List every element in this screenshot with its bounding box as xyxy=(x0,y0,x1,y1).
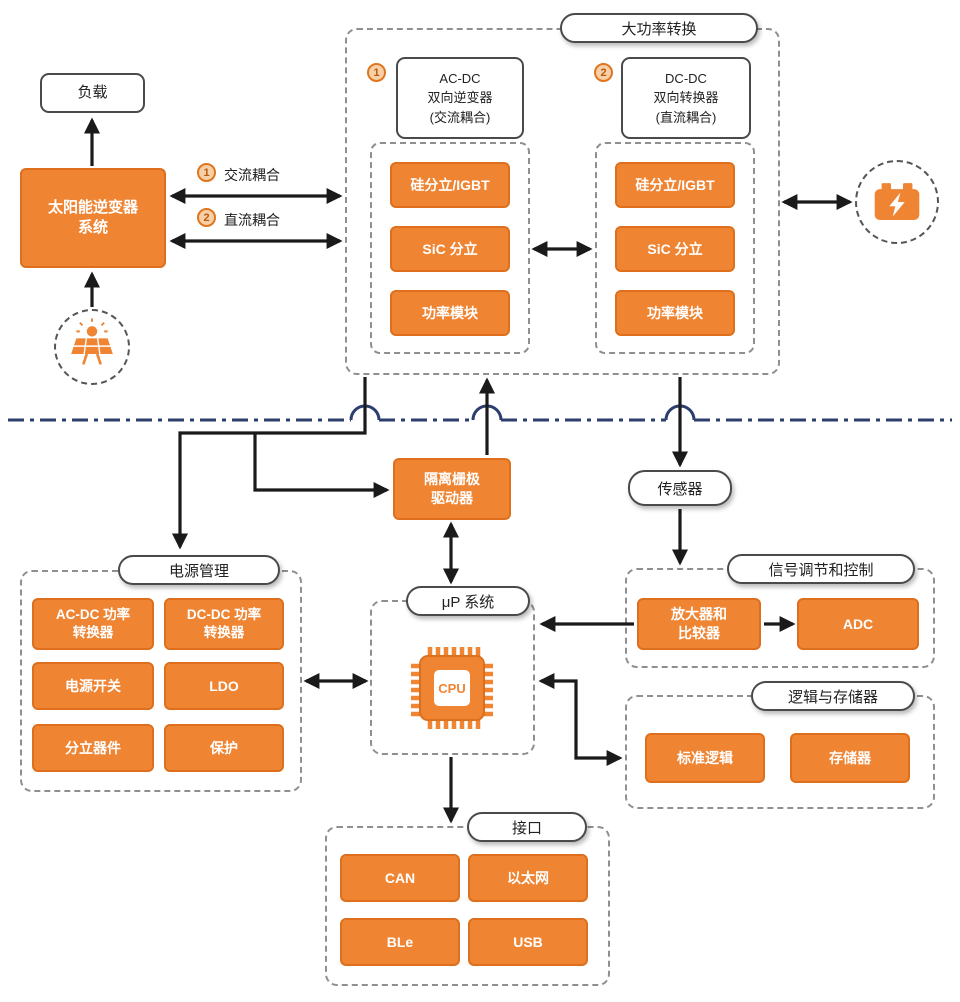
solar-panel-icon xyxy=(54,309,130,385)
interface-title: 接口 xyxy=(467,812,587,842)
arrow-power-to-pm xyxy=(172,377,367,550)
acdc-block-sic: SiC 分立 xyxy=(390,226,510,272)
coupling-dc-badge: 2 xyxy=(197,208,216,227)
pm-block-protection: 保护 xyxy=(164,724,284,772)
isolation-divider xyxy=(8,404,952,422)
gate-driver-box: 隔离栅极 驱动器 xyxy=(393,458,511,520)
standard-logic-block: 标准逻辑 xyxy=(645,733,765,783)
cpu-chip-glyph: CPU xyxy=(411,647,493,729)
pm-block-ldo: LDO xyxy=(164,662,284,710)
acdc-inverter-box: AC-DC 双向逆变器 (交流耦合) xyxy=(396,57,524,139)
dcdc-converter-box: DC-DC 双向转换器 (直流耦合) xyxy=(621,57,751,139)
power-management-title: 电源管理 xyxy=(118,555,280,585)
usb-block: USB xyxy=(468,918,588,966)
ethernet-block: 以太网 xyxy=(468,854,588,902)
arrow-mpu-logic xyxy=(538,673,623,766)
acdc-block-power-module: 功率模块 xyxy=(390,290,510,336)
dcdc-block-igbt: 硅分立/IGBT xyxy=(615,162,735,208)
amp-comparator-block: 放大器和 比较器 xyxy=(637,598,761,650)
solar-panel-glyph xyxy=(71,318,113,365)
cpu-chip-icon: CPU xyxy=(404,640,500,736)
pm-block-acdc: AC-DC 功率 转换器 xyxy=(32,598,154,650)
battery-icon xyxy=(855,160,939,244)
coupling-ac-badge: 1 xyxy=(197,163,216,182)
memory-block: 存储器 xyxy=(790,733,910,783)
ble-block: BLe xyxy=(340,918,460,966)
mpu-title: μP 系统 xyxy=(406,586,530,616)
dcdc-subgroup xyxy=(595,142,755,354)
dcdc-block-power-module: 功率模块 xyxy=(615,290,735,336)
battery-glyph xyxy=(874,183,920,220)
dcdc-block-sic: SiC 分立 xyxy=(615,226,735,272)
load-box: 负载 xyxy=(40,73,145,113)
sensor-pill: 传感器 xyxy=(628,470,732,506)
arrow-power-to-gate-driver xyxy=(253,433,390,498)
signal-title: 信号调节和控制 xyxy=(727,554,915,584)
pm-block-discrete: 分立器件 xyxy=(32,724,154,772)
dcdc-badge: 2 xyxy=(594,63,613,82)
pm-block-power-switch: 电源开关 xyxy=(32,662,154,710)
acdc-badge: 1 xyxy=(367,63,386,82)
cpu-label: CPU xyxy=(438,681,465,696)
can-block: CAN xyxy=(340,854,460,902)
coupling-dc-label: 直流耦合 xyxy=(224,212,280,228)
solar-inverter-box: 太阳能逆变器 系统 xyxy=(20,168,166,268)
acdc-subgroup xyxy=(370,142,530,354)
power-conversion-title: 大功率转换 xyxy=(560,13,758,43)
logic-memory-title: 逻辑与存储器 xyxy=(751,681,915,711)
coupling-ac-label: 交流耦合 xyxy=(224,167,280,183)
adc-block: ADC xyxy=(797,598,919,650)
pm-block-dcdc: DC-DC 功率 转换器 xyxy=(164,598,284,650)
acdc-block-igbt: 硅分立/IGBT xyxy=(390,162,510,208)
